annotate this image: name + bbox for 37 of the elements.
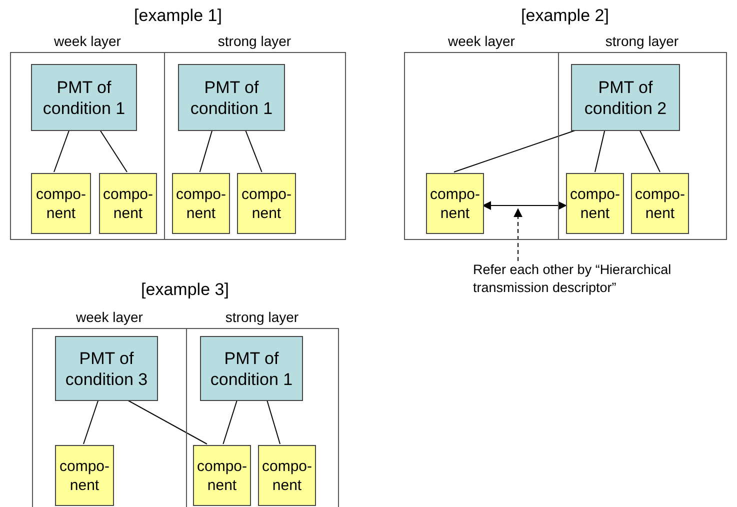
note-text: Refer each other by “Hierarchical transmission descriptor” — [473, 261, 735, 299]
example-title: [example 1] — [134, 6, 222, 26]
connector-line — [222, 400, 238, 444]
layer-heading: strong layer — [604, 32, 680, 50]
component-box: compo- nent — [258, 445, 316, 506]
component-box: compo- nent — [426, 173, 484, 234]
connector-line — [126, 400, 208, 444]
component-box: compo- nent — [631, 173, 689, 234]
component-box: compo- nent — [193, 445, 251, 506]
connector-line — [639, 130, 660, 172]
layer-heading: week layer — [53, 32, 122, 50]
connector-line — [244, 130, 262, 172]
example-title: [example 2] — [521, 6, 609, 26]
pmt-box: PMT of condition 1 — [31, 64, 137, 131]
connector-line — [594, 130, 606, 172]
example-title: [example 3] — [141, 280, 229, 300]
connector-line — [83, 400, 99, 444]
connector-line — [266, 400, 281, 444]
layer-heading: week layer — [447, 32, 516, 50]
pmt-box: PMT of condition 1 — [200, 336, 303, 401]
pmt-box: PMT of condition 2 — [571, 64, 680, 131]
component-box: compo- nent — [566, 173, 624, 234]
arrow — [514, 208, 522, 262]
component-box: compo- nent — [55, 445, 114, 506]
component-box: compo- nent — [99, 173, 157, 234]
component-box: compo- nent — [237, 173, 296, 234]
component-box: compo- nent — [31, 173, 91, 234]
component-box: compo- nent — [172, 173, 230, 234]
connector-line — [54, 130, 70, 172]
layer-heading: week layer — [75, 308, 144, 326]
connector-line — [99, 130, 128, 172]
layer-heading: strong layer — [216, 32, 292, 50]
pmt-box: PMT of condition 3 — [55, 336, 158, 401]
layer-heading: strong layer — [224, 308, 300, 326]
connector-line — [199, 130, 213, 172]
pmt-box: PMT of condition 1 — [178, 64, 285, 131]
arrow — [482, 201, 567, 210]
